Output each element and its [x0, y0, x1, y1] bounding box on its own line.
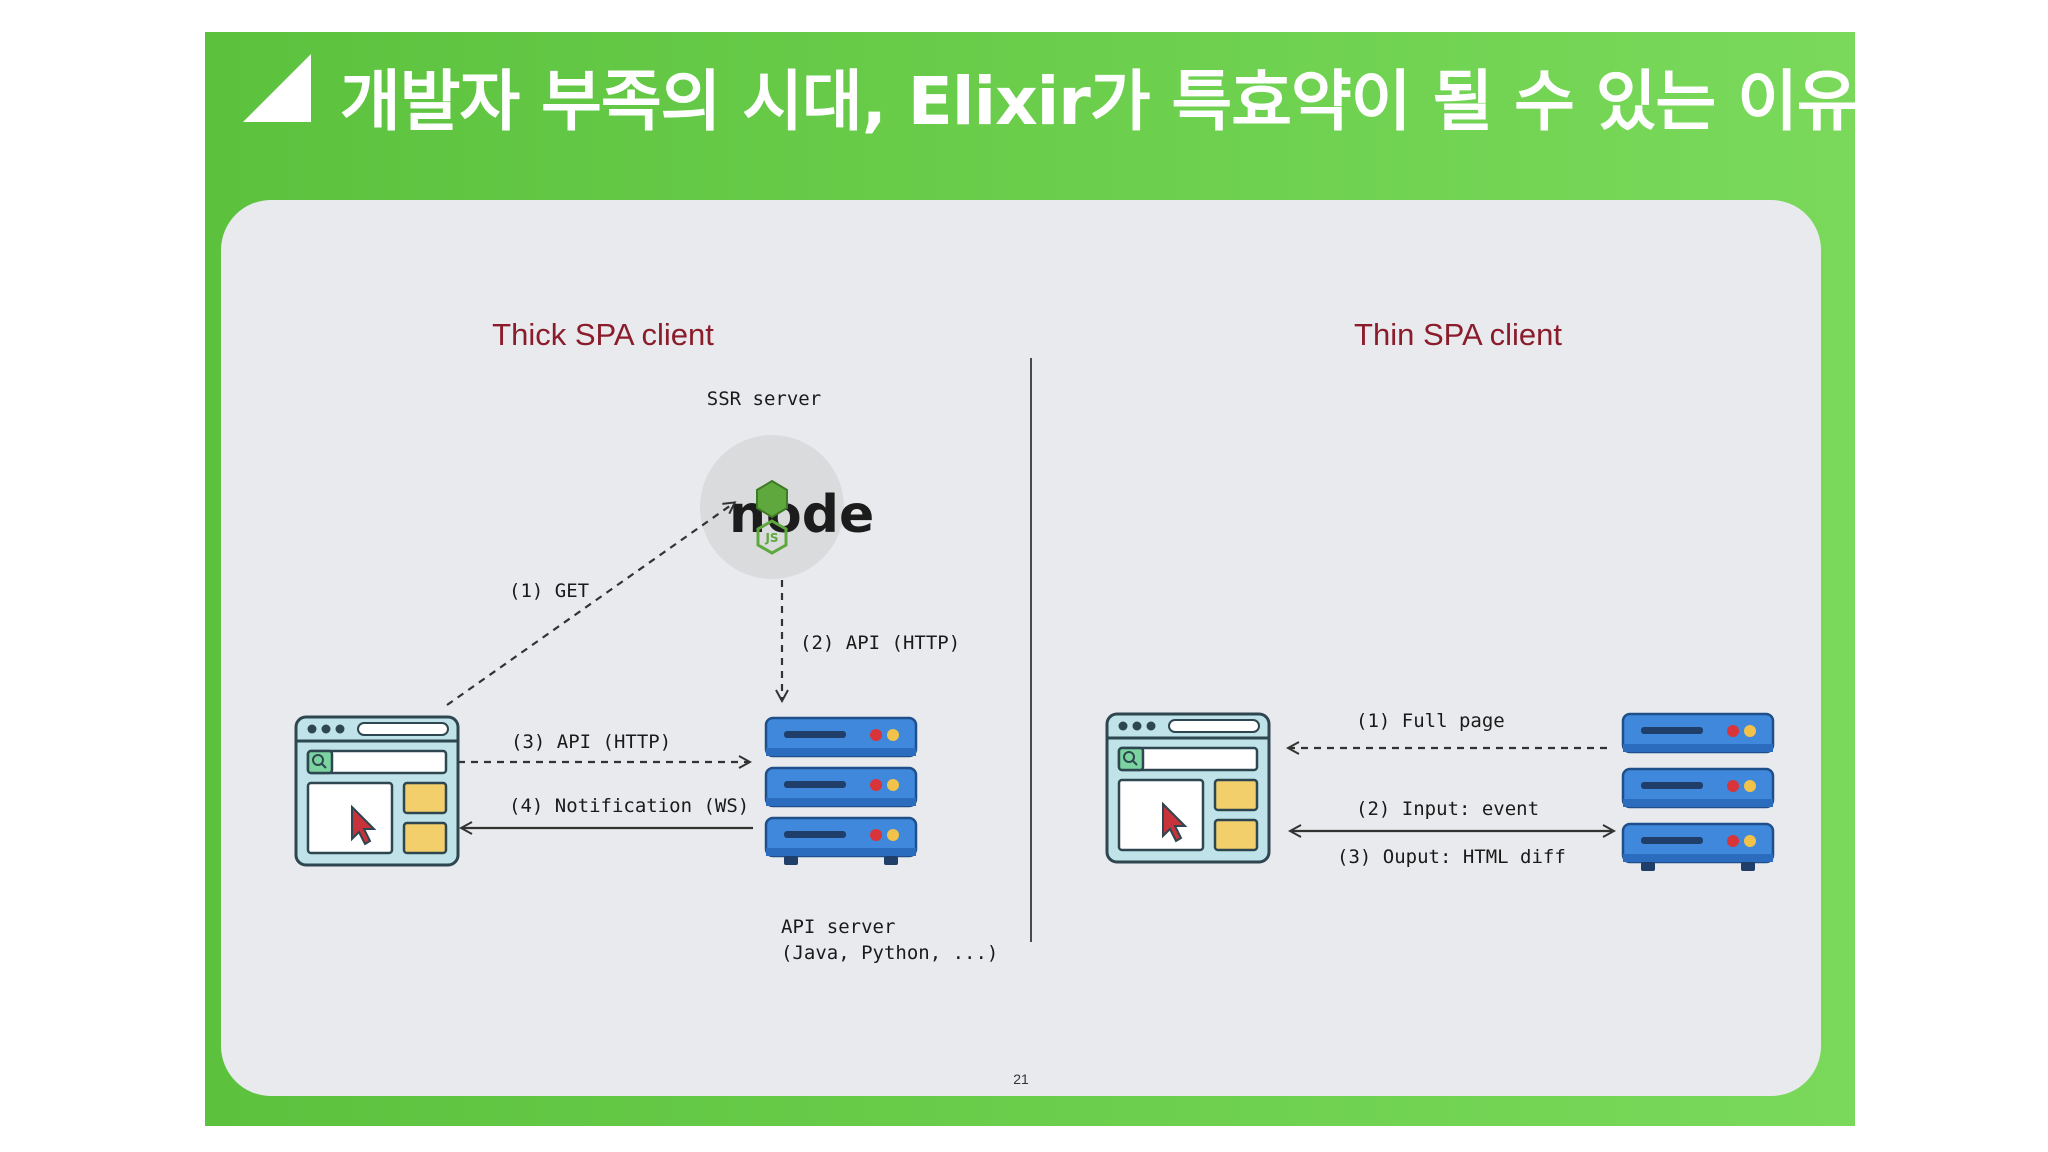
- ssr-server-label: SSR server: [707, 388, 821, 410]
- slide-title: 개발자 부족의 시대, Elixir가 특효약이 될 수 있는 이유: [340, 63, 1858, 140]
- node-logo-js: JS: [764, 531, 778, 545]
- diagram-panel: Thick SPA client SSR server node JS (1) …: [221, 200, 1821, 1096]
- full-page-label: (1) Full page: [1356, 710, 1505, 732]
- nodejs-logo-icon: node JS: [700, 435, 874, 579]
- get-label: (1) GET: [509, 580, 589, 602]
- api-server-label: API server: [781, 916, 895, 938]
- api-server-icon: [764, 716, 918, 865]
- api-ssr-label: (2) API (HTTP): [800, 632, 960, 654]
- input-event-label: (2) Input: event: [1356, 798, 1539, 820]
- slide: 개발자 부족의 시대, Elixir가 특효약이 될 수 있는 이유: [205, 32, 1858, 1126]
- thick-client-browser-icon: [294, 715, 460, 867]
- node-logo-text: node: [729, 485, 874, 545]
- page-number: 21: [1013, 1071, 1029, 1087]
- api-client-label: (3) API (HTTP): [511, 731, 671, 753]
- notification-label: (4) Notification (WS): [509, 795, 749, 817]
- thin-spa-heading: Thin SPA client: [1354, 317, 1562, 352]
- title-triangle-icon: [243, 54, 311, 122]
- architecture-diagram: Thick SPA client SSR server node JS (1) …: [294, 317, 1775, 1087]
- output-diff-label: (3) Ouput: HTML diff: [1337, 846, 1566, 868]
- title-bar: 개발자 부족의 시대, Elixir가 특효약이 될 수 있는 이유: [205, 32, 1858, 162]
- api-server-sub-label: (Java, Python, ...): [781, 942, 998, 964]
- thick-spa-heading: Thick SPA client: [492, 317, 714, 352]
- server-icon: [1621, 712, 1775, 871]
- get-arrow: [446, 503, 734, 706]
- thin-client-browser-icon: [1105, 712, 1271, 864]
